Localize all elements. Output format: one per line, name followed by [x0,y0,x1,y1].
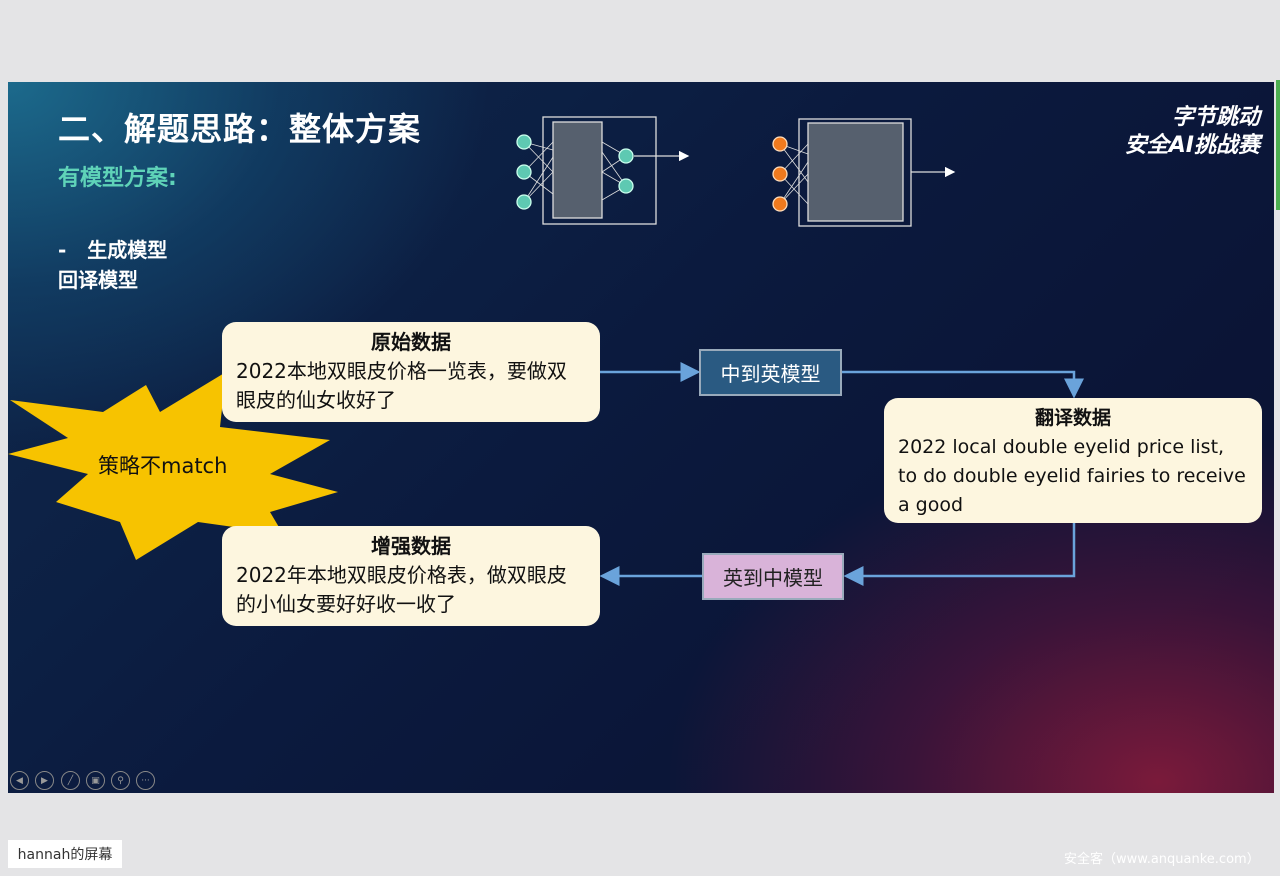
logo-line1: 字节跳动 [1171,105,1260,130]
flow-arrows [599,362,1084,586]
slide-title: 二、解题思路：整体方案 [58,110,422,148]
translated-data-card: 翻译数据 2022 local double eyelid price list… [884,398,1262,523]
augmented-data-card: 增强数据 2022年本地双眼皮价格表，做双眼皮的小仙女要好好收一收了 [222,526,600,626]
slides-icon[interactable]: ▣ [86,771,105,790]
encoder-decoder-network-icon [516,116,690,225]
bullet-generation-model: - 生成模型 [58,238,168,262]
presentation-slide: 二、解题思路：整体方案 有模型方案: - 生成模型 回译模型 字节跳动安全AI挑… [8,82,1274,793]
bullet-back-translation: 回译模型 [58,268,138,292]
screen-share-label: hannah的屏幕 [8,840,122,868]
encoder-network-icon [772,118,956,227]
card-title: 增强数据 [371,534,451,558]
watermark: 安全客（www.anquanke.com） [1064,852,1260,867]
card-title: 原始数据 [371,330,451,354]
card-title: 翻译数据 [1034,407,1111,429]
card-text: 2022年本地双眼皮价格表，做双眼皮的小仙女要好好收一收了 [236,563,567,616]
starburst-shape [8,372,338,560]
pen-icon[interactable]: ╱ [61,771,80,790]
next-icon[interactable]: ▶ [35,771,54,790]
previous-icon[interactable]: ◀ [10,771,29,790]
logo-line2: 安全AI挑战赛 [1124,133,1260,158]
card-text: 2022 local double eyelid price list, to … [898,436,1246,516]
card-text: 2022本地双眼皮价格一览表，要做双眼皮的仙女收好了 [236,359,567,412]
slide-subtitle: 有模型方案: [58,166,177,191]
zh-to-en-model-box: 中到英模型 [699,349,842,396]
en-to-zh-model-box: 英到中模型 [702,553,844,600]
original-data-card: 原始数据 2022本地双眼皮价格一览表，要做双眼皮的仙女收好了 [222,322,600,422]
zoom-icon[interactable]: ⚲ [111,771,130,790]
starburst-label: 策略不match [98,454,228,478]
scrollbar-indicator [1276,80,1280,210]
bytedance-logo: 字节跳动安全AI挑战赛 [1125,104,1260,160]
more-icon[interactable]: ··· [136,771,155,790]
diagram-graphics [8,116,1084,586]
